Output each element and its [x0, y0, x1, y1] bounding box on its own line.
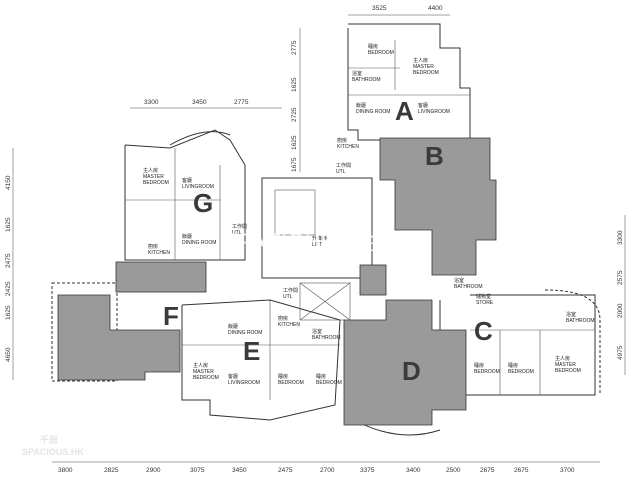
dim-right-2: 2000	[617, 303, 624, 318]
unit-g-balcony	[169, 131, 231, 146]
dim-bottom-12: 3700	[560, 467, 575, 474]
unit-e-outline	[181, 299, 341, 421]
unit-f-annex	[115, 261, 207, 293]
dim-bottom-7: 3375	[360, 467, 375, 474]
dim-right-1: 2575	[617, 270, 624, 285]
unit-g-outline	[124, 129, 246, 261]
unit-d-fill	[343, 299, 467, 426]
dim-bottom-9: 2500	[446, 467, 461, 474]
unit-letter-f: F	[163, 301, 179, 331]
dim-bottom-11: 2675	[514, 467, 529, 474]
dim-bottom-2: 2900	[146, 467, 161, 474]
dim-bottom-6: 2700	[320, 467, 335, 474]
watermark: SPACIOUS屋企	[225, 231, 379, 256]
dim-left-2: 2475	[5, 253, 12, 268]
dim-upper-left-0: 3300	[144, 99, 159, 106]
core-outline	[261, 177, 373, 279]
dim-left-1: 1625	[5, 217, 12, 232]
dim-bottom-3: 3075	[190, 467, 205, 474]
logo-chinese: 千居	[40, 434, 58, 445]
dim-right-0: 3300	[617, 230, 624, 245]
dim-left-0: 4150	[5, 175, 12, 190]
dimension-labels: 3525 4400 3300 3450 2775 3800 2825 2900 3075 3450…	[5, 5, 624, 474]
unit-b-annex	[359, 264, 387, 296]
unit-f-fill	[57, 294, 181, 381]
dim-center-3: 1625	[291, 135, 298, 150]
dim-left-3: 2425	[5, 281, 12, 296]
unit-letters: AB C D E F G	[163, 96, 493, 386]
spacious-logo: 千居 SPACIOUS.HK	[22, 434, 84, 457]
dim-left-4: 1625	[5, 305, 12, 320]
unit-c-balcony	[544, 289, 601, 395]
unit-b-fill	[379, 137, 497, 276]
unit-a-outline	[347, 23, 471, 141]
unit-letter-e: E	[243, 336, 260, 366]
dim-right-3: 4975	[617, 345, 624, 360]
dim-center-4: 1675	[291, 157, 298, 172]
dimension-lines	[12, 14, 626, 463]
partitions	[125, 40, 595, 400]
dim-center-0: 2775	[291, 40, 298, 55]
dim-bottom-4: 3450	[232, 467, 247, 474]
dim-bottom-5: 2475	[278, 467, 293, 474]
dim-bottom-10: 2675	[480, 467, 495, 474]
unit-letter-a: A	[395, 96, 414, 126]
logo-text: SPACIOUS.HK	[22, 447, 84, 457]
dim-left-5: 4650	[5, 347, 12, 362]
shaded-units	[57, 137, 497, 426]
dim-upper-left-1: 3450	[192, 99, 207, 106]
dim-center-1: 1625	[291, 77, 298, 92]
unit-letter-g: G	[193, 188, 213, 218]
unit-letter-c: C	[474, 316, 493, 346]
unit-letter-b: B	[425, 141, 444, 171]
dim-bottom-1: 2825	[104, 467, 119, 474]
unit-f-balcony	[51, 282, 118, 382]
unit-letter-d: D	[402, 356, 421, 386]
dim-upper-left-2: 2775	[234, 99, 249, 106]
dim-top-1: 4400	[428, 5, 443, 12]
dim-top-0: 3525	[372, 5, 387, 12]
dim-bottom-0: 3800	[58, 467, 73, 474]
dim-center-2: 2725	[291, 107, 298, 122]
dim-bottom-8: 3400	[406, 467, 421, 474]
